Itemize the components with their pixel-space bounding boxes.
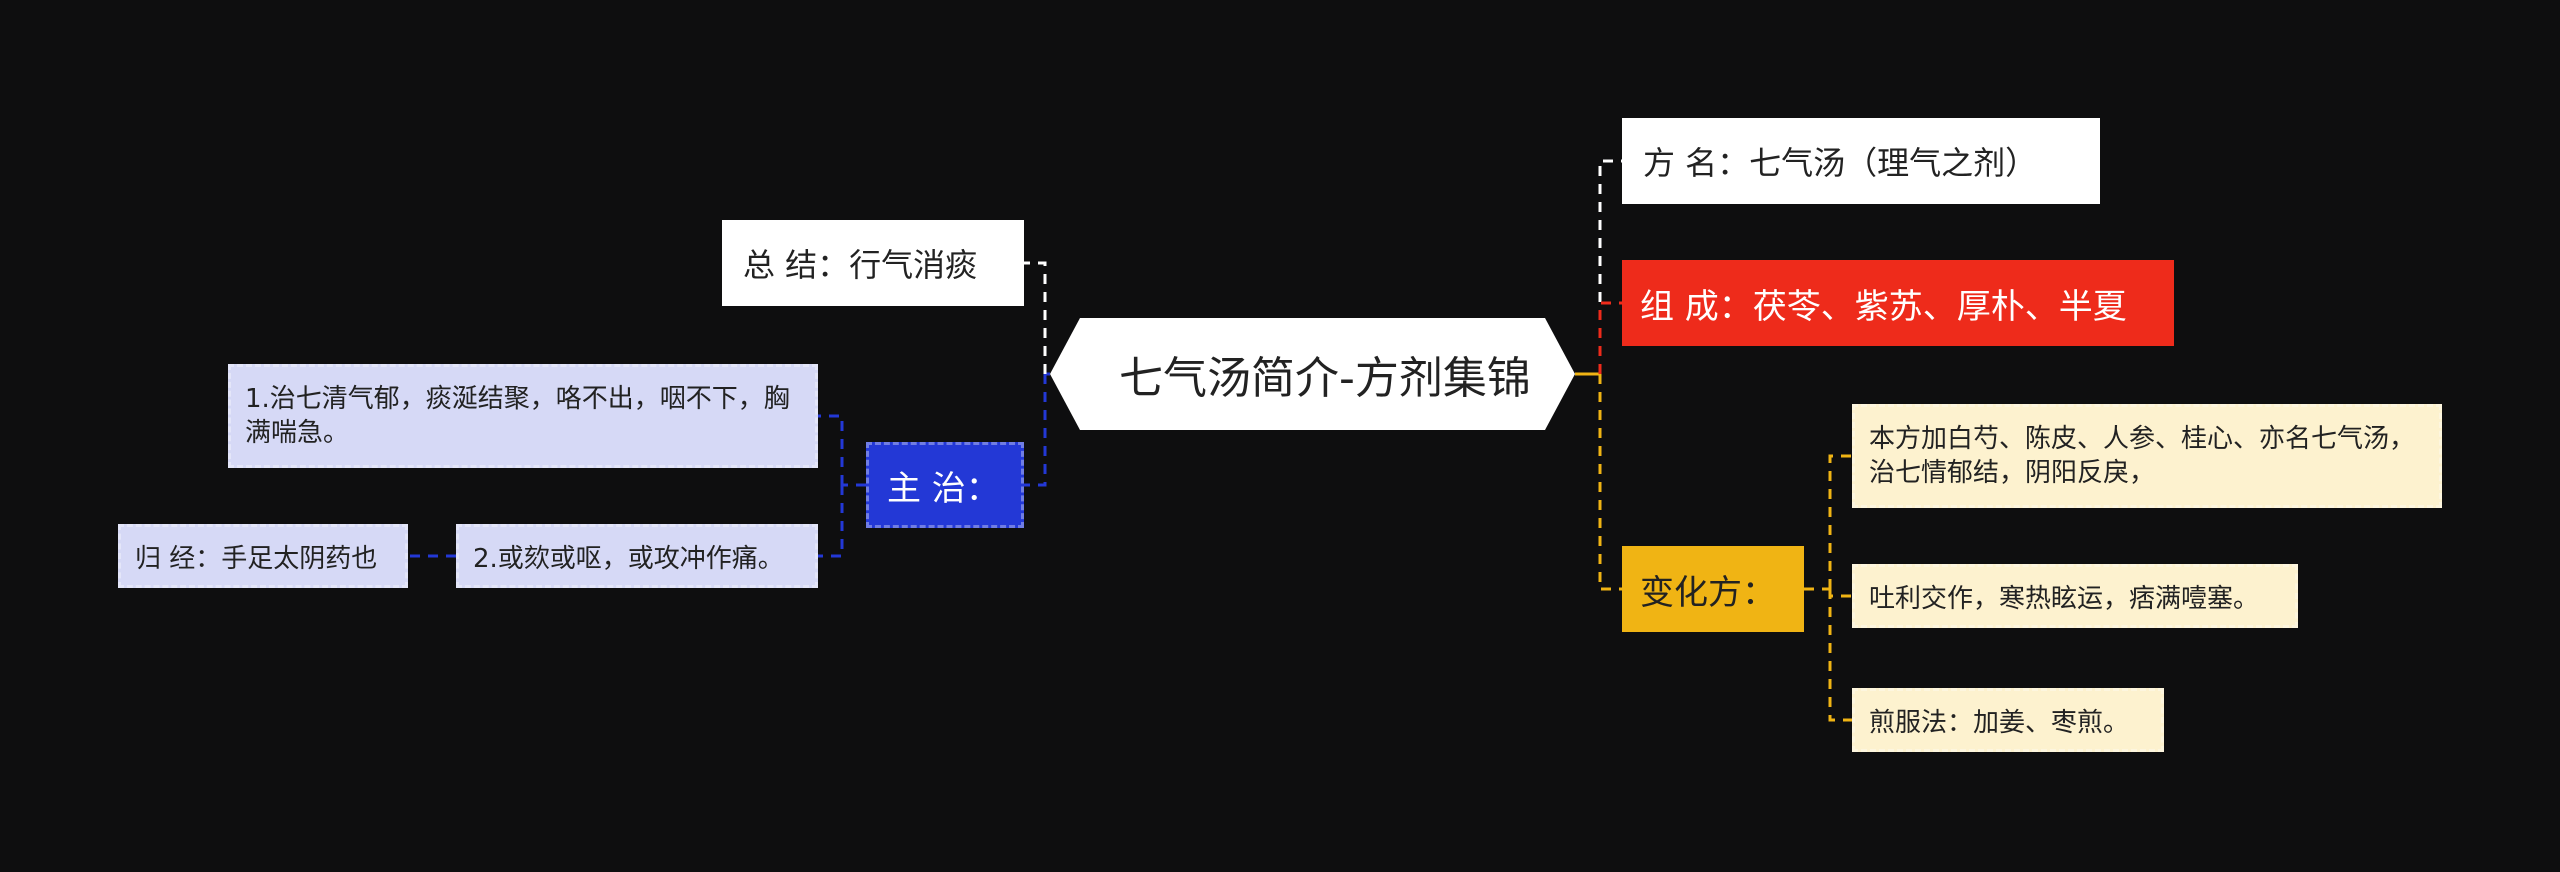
indication-item-1-label: 1.治七清气郁，痰涎结聚，咯不出，咽不下，胸满喘急。	[245, 384, 790, 448]
variation-item-2[interactable]: 吐利交作，寒热眩运，痞满噎塞。	[1852, 564, 2298, 628]
variation-item-1[interactable]: 本方加白芍、陈皮、人参、桂心、亦名七气汤，治七情郁结，阴阳反戾，	[1852, 404, 2442, 508]
meridian-node-label: 归 经：手足太阴药也	[135, 543, 378, 574]
variation-item-3-label: 煎服法：加姜、枣煎。	[1869, 707, 2130, 738]
indication-item-1[interactable]: 1.治七清气郁，痰涎结聚，咯不出，咽不下，胸满喘急。	[228, 364, 818, 468]
root-node-label[interactable]: 七气汤简介-方剂集锦	[1119, 353, 1531, 404]
root-hexagon	[1050, 318, 1575, 430]
branch-summary-label: 总 结：行气消痰	[743, 246, 978, 284]
meridian-node[interactable]: 归 经：手足太阴药也	[118, 524, 408, 588]
branch-variation-node[interactable]: 变化方：	[1622, 546, 1804, 632]
variation-item-3[interactable]: 煎服法：加姜、枣煎。	[1852, 688, 2164, 752]
link-summary	[1024, 261, 1047, 374]
link-composition	[1598, 301, 1622, 374]
link-indication-item-2	[818, 485, 844, 558]
branch-summary-node[interactable]: 总 结：行气消痰	[722, 220, 1024, 306]
link-variation-item-3	[1828, 589, 1852, 722]
branch-composition-node[interactable]: 组 成：茯苓、紫苏、厚朴、半夏	[1622, 260, 2174, 346]
branch-composition-label: 组 成：茯苓、紫苏、厚朴、半夏	[1640, 286, 2127, 327]
link-indication	[1024, 374, 1047, 487]
link-variation-item-1	[1828, 454, 1852, 589]
link-indication-item-1	[818, 414, 844, 485]
branch-indication-node[interactable]: 主 治：	[866, 442, 1024, 528]
branch-variation-label: 变化方：	[1640, 572, 1776, 613]
variation-item-2-label: 吐利交作，寒热眩运，痞满噎塞。	[1869, 583, 2260, 614]
branch-name-label: 方 名：七气汤（理气之剂）	[1643, 144, 2038, 182]
variation-item-1-label: 本方加白芍、陈皮、人参、桂心、亦名七气汤，治七情郁结，阴阳反戾，	[1869, 424, 2416, 488]
indication-item-2-label: 2.或欬或呕，或攻冲作痛。	[473, 543, 784, 574]
branch-indication-label: 主 治：	[887, 468, 1000, 509]
branch-name-node[interactable]: 方 名：七气汤（理气之剂）	[1622, 118, 2100, 204]
indication-item-2[interactable]: 2.或欬或呕，或攻冲作痛。	[456, 524, 818, 588]
